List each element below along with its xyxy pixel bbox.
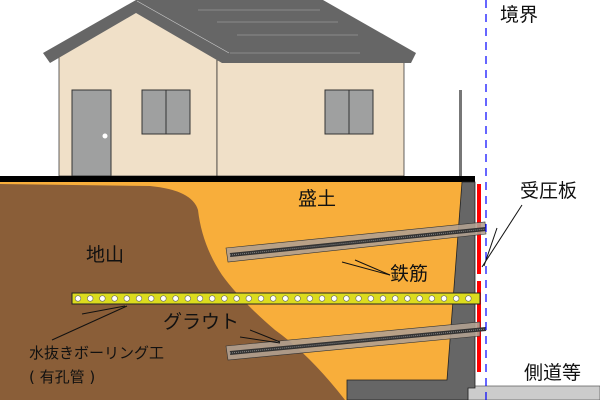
grout-label: グラウト [163, 311, 240, 333]
house [43, 0, 416, 177]
drain-hole [123, 295, 130, 302]
drain-hole [355, 295, 362, 302]
drain-hole [111, 295, 118, 302]
drain-hole [233, 295, 240, 302]
anchor-lower [225, 321, 487, 361]
fence-pole [459, 90, 462, 177]
drain-hole [270, 295, 277, 302]
ground-surface-line [0, 176, 475, 182]
drain-hole [282, 295, 289, 302]
drain-hole [294, 295, 301, 302]
drain-hole [135, 295, 143, 302]
side-road-label: 側道等 [524, 362, 582, 384]
drain-hole [148, 295, 155, 302]
natural-ground-label: 地山 [86, 244, 125, 266]
anchor-upper [225, 221, 487, 263]
door-knob [102, 133, 108, 139]
drain-hole [379, 295, 387, 302]
drain-hole [404, 295, 411, 302]
pressure-plate-label: 受圧板 [520, 180, 578, 202]
boundary-label: 境界 [500, 4, 539, 26]
drain-boring-label: 水抜きボーリング工 [29, 344, 165, 362]
drain-hole [453, 295, 460, 302]
drain-hole [343, 295, 350, 302]
door [71, 89, 112, 177]
drain-hole [440, 295, 448, 302]
leader-lines [51, 204, 523, 344]
drain-hole [172, 295, 179, 302]
fill-soil-label: 盛土 [298, 188, 337, 210]
drain-hole [209, 295, 216, 302]
retaining-wall [346, 181, 476, 400]
drain-hole [245, 295, 252, 302]
drain-hole [257, 295, 265, 302]
drain-holes [74, 295, 472, 302]
perforated-pipe-label: ( 有孔管 ) [29, 368, 96, 386]
drain-hole [87, 295, 94, 302]
drain-hole [306, 295, 313, 302]
drain-hole [221, 295, 228, 302]
drain-hole [367, 295, 374, 302]
drain-hole [74, 295, 82, 302]
drain-hole [331, 295, 338, 302]
side-road [467, 385, 600, 400]
drain-hole [465, 295, 472, 302]
drain-hole [196, 295, 204, 302]
rebar-label: 鉄筋 [390, 263, 429, 285]
drain-hole [318, 295, 326, 302]
roof [43, 0, 416, 63]
drain-hole [428, 295, 435, 302]
drain-hole [416, 295, 423, 302]
drain-hole [392, 295, 399, 302]
drain-hole [160, 295, 167, 302]
drain-hole [184, 295, 191, 302]
drain-hole [99, 295, 106, 302]
